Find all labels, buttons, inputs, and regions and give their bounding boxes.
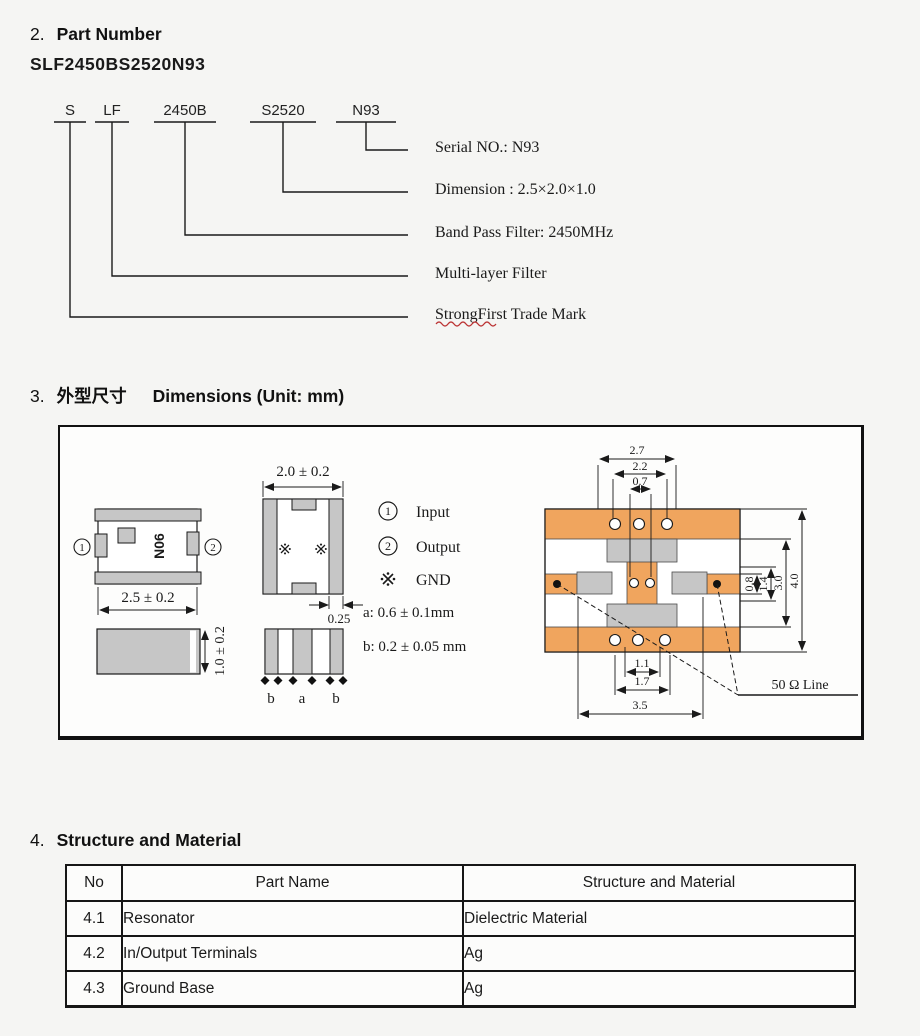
- orientation-mark: [117, 527, 136, 544]
- connector-n93: [365, 122, 408, 151]
- section3-number: 3.: [30, 386, 45, 406]
- legend-gnd: GND: [416, 572, 451, 589]
- figure-legend: 1 Input 2 Output GND a: 0.6 ± 0.1mm b: 0…: [363, 501, 467, 655]
- section2-heading: 2. Part Number: [30, 24, 162, 45]
- cell-material: Ag: [462, 970, 856, 1008]
- table-row: 4.3 Ground Base Ag: [65, 970, 856, 1008]
- pin1-number: 1: [79, 542, 85, 554]
- dim-4-0: 4.0: [787, 574, 801, 589]
- fifty-ohm-line-label: 50 Ω Line: [771, 678, 828, 693]
- dim-2-2: 2.2: [633, 459, 648, 473]
- dim-height: 1.0 ± 0.2: [213, 626, 228, 676]
- table-header-row: No Part Name Structure and Material: [65, 864, 856, 902]
- dim-side-width: 2.0 ± 0.2: [276, 464, 329, 480]
- dimensions-figure-box: N06 1 2 2.5 ± 0.2 2.0 ± 0.2 0.25 1.0 ± 0…: [58, 425, 864, 740]
- pin2-circle: [204, 538, 222, 556]
- via-holes: [608, 517, 674, 647]
- part-number-diagram: S LF 2450B S2520 N93 Serial NO.: N93 Dim…: [54, 102, 613, 327]
- part-segment-s2520: S2520: [250, 102, 316, 123]
- copper-areas: [544, 508, 741, 653]
- cell-no: 4.2: [65, 935, 123, 972]
- segment-label: 2450B: [163, 102, 206, 119]
- connector-s2520: [282, 122, 408, 193]
- cell-part-name: In/Output Terminals: [121, 935, 464, 972]
- table-row: 4.2 In/Output Terminals Ag: [65, 935, 856, 972]
- chip-front-view: 2.0 ± 0.2 0.25: [262, 464, 363, 626]
- pad-label-b2: b: [332, 691, 340, 707]
- part-segment-s: S: [54, 102, 86, 123]
- part-segment-n93: N93: [336, 102, 396, 123]
- connector-2450b: [184, 122, 408, 236]
- connector-lf: [111, 122, 408, 277]
- land-pattern: 2.7 2.2 0.7 0.8 1.4 3.0 4.0 1.1 1.7 3.5 …: [544, 443, 858, 719]
- chip-bottom-view: b a b: [260, 628, 348, 707]
- dim-2-7: 2.7: [630, 443, 645, 457]
- label-multilayer: Multi-layer Filter: [435, 265, 547, 282]
- section3-heading: 3. 外型尺寸 Dimensions (Unit: mm): [30, 383, 344, 408]
- cell-part-name: Ground Base: [121, 970, 464, 1008]
- cell-part-name: Resonator: [121, 900, 464, 937]
- cell-material: Dielectric Material: [462, 900, 856, 937]
- segment-label: LF: [103, 102, 121, 119]
- section2-title: Part Number: [56, 24, 162, 44]
- structure-material-table: No Part Name Structure and Material 4.1 …: [65, 864, 856, 1008]
- segment-label: N93: [352, 102, 380, 119]
- pad-edge-markers: [260, 676, 348, 685]
- legend-dim-b: b: 0.2 ± 0.05 mm: [363, 639, 467, 655]
- legend-dim-a: a: 0.6 ± 0.1mm: [363, 605, 454, 621]
- dim-1-1: 1.1: [635, 656, 650, 670]
- dim-1-7: 1.7: [635, 674, 650, 688]
- part-number: SLF2450BS2520N93: [30, 54, 206, 74]
- dimensions-drawing: N06 1 2 2.5 ± 0.2 2.0 ± 0.2 0.25 1.0 ± 0…: [73, 443, 858, 719]
- dim-top-width: 2.5 ± 0.2: [121, 590, 174, 606]
- chip-side-view: 1.0 ± 0.2: [96, 626, 228, 676]
- pad-label-a: a: [299, 691, 306, 707]
- input-terminal-pad: [94, 533, 108, 558]
- dim-1-4: 1.4: [756, 577, 770, 592]
- chip-marking: N06: [151, 533, 167, 559]
- legend-input: Input: [416, 504, 450, 521]
- table-row: 4.1 Resonator Dielectric Material: [65, 900, 856, 937]
- pad-label-b1: b: [267, 691, 275, 707]
- output-terminal-pad: [186, 531, 200, 556]
- part-segment-2450b: 2450B: [154, 102, 216, 123]
- legend-output: Output: [416, 539, 461, 556]
- section4-heading: 4. Structure and Material: [30, 830, 241, 851]
- section4-number: 4.: [30, 830, 45, 850]
- label-dimension: Dimension : 2.5×2.0×1.0: [435, 181, 596, 198]
- chip-top-view: N06 1 2 2.5 ± 0.2: [73, 508, 222, 615]
- section3-title-cn: 外型尺寸: [56, 386, 127, 406]
- cell-no: 4.3: [65, 970, 123, 1008]
- section2-number: 2.: [30, 24, 45, 44]
- segment-label: S2520: [261, 102, 304, 119]
- section4-title: Structure and Material: [56, 830, 242, 850]
- legend-pin1-number: 1: [385, 504, 391, 518]
- legend-pin1-circle: [378, 501, 398, 521]
- pin1-circle: [73, 538, 91, 556]
- dim-3-0: 3.0: [771, 576, 785, 591]
- label-bandpass: Band Pass Filter: 2450MHz: [435, 224, 613, 241]
- spellcheck-wavy-underline: [435, 321, 497, 327]
- col-header-structure-material: Structure and Material: [462, 864, 856, 902]
- section3-title-en: Dimensions (Unit: mm): [152, 386, 345, 406]
- pin2-number: 2: [210, 542, 216, 554]
- solder-pads: [576, 538, 708, 628]
- cell-material: Ag: [462, 935, 856, 972]
- part-segment-lf: LF: [95, 102, 129, 123]
- legend-pin2-circle: [378, 536, 398, 556]
- col-header-part-name: Part Name: [121, 864, 464, 902]
- dim-terminal: 0.25: [328, 611, 351, 626]
- dim-0-8: 0.8: [742, 577, 756, 592]
- label-serial: Serial NO.: N93: [435, 139, 539, 156]
- col-header-no: No: [65, 864, 123, 902]
- dim-0-7: 0.7: [633, 474, 648, 488]
- dim-3-5: 3.5: [633, 698, 648, 712]
- segment-label: S: [65, 102, 75, 119]
- legend-pin2-number: 2: [385, 539, 391, 553]
- connector-s: [69, 122, 408, 318]
- label-trademark: StrongFirst Trade Mark: [435, 306, 586, 323]
- cell-no: 4.1: [65, 900, 123, 937]
